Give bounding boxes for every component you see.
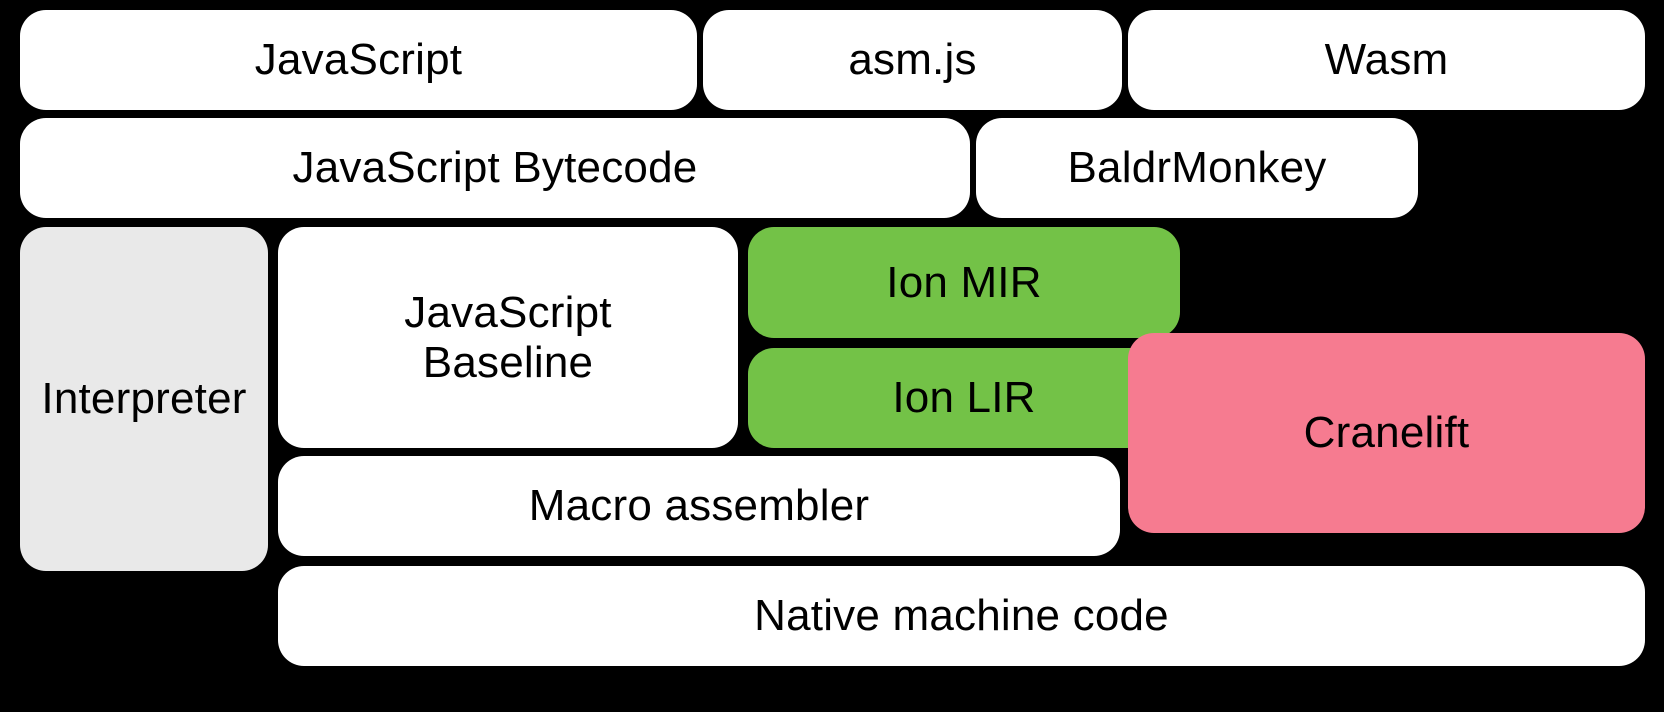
node-javascript-bytecode: JavaScript Bytecode [20,118,970,218]
node-javascript: JavaScript [20,10,697,110]
node-interpreter: Interpreter [20,227,268,571]
node-wasm: Wasm [1128,10,1645,110]
node-native-machine-code: Native machine code [278,566,1645,666]
node-cranelift: Cranelift [1128,333,1645,533]
node-ion-mir: Ion MIR [748,227,1180,338]
node-asmjs: asm.js [703,10,1122,110]
node-macro-assembler: Macro assembler [278,456,1120,556]
node-ion-lir: Ion LIR [748,348,1180,448]
node-javascript-baseline: JavaScript Baseline [278,227,738,448]
node-baldrmonkey: BaldrMonkey [976,118,1418,218]
